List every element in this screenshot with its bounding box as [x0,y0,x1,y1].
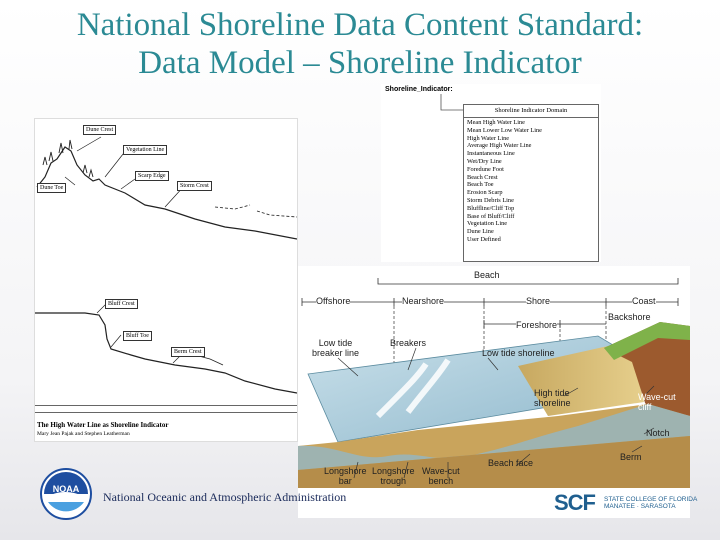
domain-item: Average High Water Line [467,142,595,150]
scf-name-line-1: STATE COLLEGE OF FLORIDA [604,496,697,503]
longshore-trough-label: Longshore trough [372,466,415,486]
domain-item: Beach Toe [467,181,595,189]
high-tide-shoreline-label: High tide shoreline [534,388,571,408]
shore-zone-label: Shore [526,296,550,306]
domain-list-header: Shoreline Indicator Domain [464,105,598,118]
breakers-label: Breakers [390,338,426,348]
low-tide-breaker-line-label: Low tide breaker line [312,338,359,358]
domain-item: Instantaneous Line [467,150,595,158]
domain-item: Storm Debris Line [467,197,595,205]
scf-college-name: STATE COLLEGE OF FLORIDA MANATEE · SARAS… [604,496,697,510]
vegetation-line-label: Vegetation Line [123,145,167,155]
domain-item: Bluffline/Cliff Top [467,205,595,213]
slide-title: National Shoreline Data Content Standard… [0,6,720,82]
dune-crest-label: Dune Crest [83,125,116,135]
domain-item: Vegetation Line [467,220,595,228]
scarp-edge-label: Scarp Edge [135,171,169,181]
low-tide-shoreline-label: Low tide shoreline [482,348,555,358]
domain-list-box: Shoreline Indicator Domain Mean High Wat… [463,104,599,262]
bluff-crest-label: Bluff Crest [105,299,138,309]
domain-item: User Defined [467,236,595,244]
domain-item: Mean Lower Low Water Line [467,127,595,135]
offshore-zone-label: Offshore [316,296,350,306]
title-line-2: Data Model – Shoreline Indicator [0,44,720,82]
domain-item: Dune Line [467,228,595,236]
beach-face-label: Beach face [488,458,533,468]
noaa-agency-name: National Oceanic and Atmospheric Adminis… [103,490,346,505]
berm-crest-label: Berm Crest [171,347,205,357]
domain-item: Foredune Foot [467,166,595,174]
notch-label: Notch [646,428,670,438]
shoreline-indicator-domain-table: Shoreline_Indicator: Shoreline Indicator… [381,84,601,262]
profile-sketch [35,119,297,441]
domain-item: Wet/Dry Line [467,158,595,166]
svg-text:NOAA: NOAA [53,484,80,494]
longshore-bar-label: Longshore bar [324,466,367,486]
domain-item: Base of Bluff/Cliff [467,213,595,221]
shoreline-profile-figure: Dune Crest Vegetation Line Scarp Edge Du… [34,118,298,442]
nearshore-zone-label: Nearshore [402,296,444,306]
domain-list: Mean High Water Line Mean Lower Low Wate… [464,118,598,245]
beach-zone-label: Beach [474,270,500,280]
scf-logo: SCF [554,490,595,516]
domain-item: Erosion Scarp [467,189,595,197]
coast-zone-label: Coast [632,296,656,306]
storm-crest-label: Storm Crest [177,181,212,191]
domain-item: High Water Line [467,135,595,143]
scf-name-line-2: MANATEE · SARASOTA [604,503,697,510]
dune-toe-label: Dune Toe [37,183,66,193]
backshore-zone-label: Backshore [608,312,651,322]
figure-credit-strip [35,405,297,413]
foreshore-zone-label: Foreshore [516,320,557,330]
domain-item: Mean High Water Line [467,119,595,127]
title-line-1: National Shoreline Data Content Standard… [0,6,720,44]
wave-cut-bench-label: Wave-cut bench [422,466,460,486]
bluff-toe-label: Bluff Toe [123,331,152,341]
wave-cut-cliff-label: Wave-cut cliff [638,392,676,412]
berm-label: Berm [620,452,642,462]
figure-caption-title: The High Water Line as Shoreline Indicat… [37,421,168,429]
noaa-logo-icon: NOAA [40,468,92,520]
domain-item: Beach Crest [467,174,595,182]
figure-caption-authors: Mary Jean Pajak and Stephen Leatherman [37,431,130,437]
beach-zone-diagram: Beach Offshore Nearshore Shore Coast For… [298,266,690,518]
